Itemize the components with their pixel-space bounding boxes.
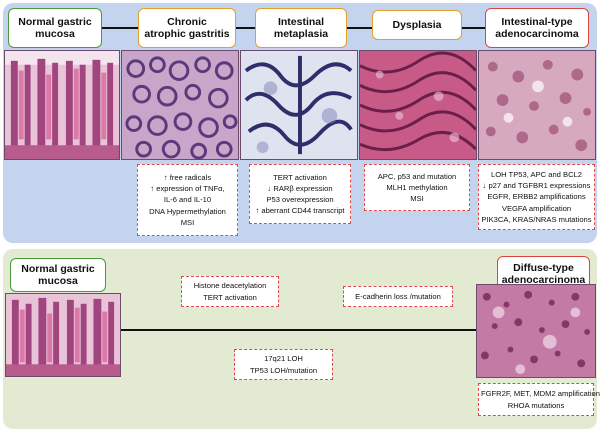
- note-line: APC, p53 and mutation: [377, 171, 457, 181]
- note-line: E-cadherin loss /mutation: [355, 291, 441, 301]
- note-line: FGFR2F, MET, MDM2 amplifications: [481, 389, 600, 399]
- note-line: TERT activation: [203, 292, 257, 302]
- stage-label-line: mucosa: [38, 275, 78, 287]
- stage-label-line: metaplasia: [273, 28, 329, 40]
- note-line: P53 overexpression: [266, 195, 334, 204]
- note-line: RHOA mutations: [507, 400, 565, 410]
- note-line: MSI: [410, 194, 424, 204]
- notes-diffuse-adenocarcinoma: FGFR2F, MET, MDM2 amplifications RHOA mu…: [478, 383, 600, 416]
- notes-dysplasia: APC, p53 and mutation MLH1 methylation M…: [364, 164, 470, 211]
- note-line: ↑ free radicals: [163, 172, 212, 182]
- stage-label-line: Diffuse-type: [513, 262, 574, 274]
- note-line: TERT activation: [273, 172, 327, 182]
- note-line: ↑ aberrant CD44 transcript: [255, 206, 345, 216]
- note-line: MSI: [180, 217, 195, 227]
- stage-label-line: adenocarcinoma: [495, 28, 579, 40]
- note-line: IL-6 and IL-10: [163, 195, 212, 205]
- stage-label-line: Chronic: [167, 16, 207, 28]
- stage-label-line: Intestinal-type: [501, 16, 573, 28]
- histology-metaplasia-image: [240, 50, 358, 160]
- stage-label-line: Intestinal: [277, 16, 325, 28]
- note-line: Histone deacetylation: [193, 281, 267, 291]
- histology-dysplasia-image: [359, 50, 477, 160]
- notes-intestinal-adenocarcinoma: LOH TP53, APC and BCL2 ↓ p27 and TGFBR1 …: [478, 164, 595, 230]
- note-line: LOH TP53, APC and BCL2: [490, 169, 583, 179]
- progression-line: [120, 329, 476, 331]
- notes-intestinal-metaplasia: TERT activation ↓ RARβ expression P53 ov…: [249, 164, 351, 224]
- stage-label-line: atrophic gastritis: [144, 28, 230, 40]
- note-line: ↑ expression of TNFα,: [150, 184, 225, 194]
- stage-label-line: adenocarcinoma: [501, 274, 586, 286]
- stage-label-line: Dysplasia: [392, 19, 442, 31]
- stage-label-line: Normal gastric: [18, 16, 92, 28]
- note-line: PIK3CA, KRAS/NRAS mutations: [481, 214, 592, 224]
- note-line: VEGFA amplification: [501, 203, 572, 213]
- histology-normal-mucosa-image: [5, 293, 121, 377]
- stage-dysplasia: Dysplasia: [372, 10, 462, 40]
- note-line: 17q21 LOH: [264, 354, 303, 364]
- histology-normal-mucosa-image: [4, 50, 120, 160]
- notes-chronic-gastritis: ↑ free radicals ↑ expression of TNFα, IL…: [137, 164, 238, 236]
- note-line: ↓ RARβ expression: [267, 183, 333, 193]
- notes-17q21-tp53: 17q21 LOH TP53 LOH/mutation: [234, 349, 333, 380]
- note-line: MLH1 methylation: [386, 182, 448, 192]
- histology-intestinal-adenocarcinoma-image: [478, 50, 596, 160]
- histology-gastritis-image: [121, 50, 239, 160]
- notes-e-cadherin: E-cadherin loss /mutation: [343, 286, 453, 307]
- stage-label-line: Normal gastric: [21, 263, 95, 275]
- stage-label-line: mucosa: [35, 28, 75, 40]
- note-line: DNA Hypermethylation: [149, 206, 226, 216]
- note-line: TP53 LOH/mutation: [249, 365, 318, 375]
- note-line: ↓ p27 and TGFBR1 expressions: [482, 181, 591, 191]
- histology-diffuse-adenocarcinoma-image: [476, 284, 596, 378]
- notes-histone-tert: Histone deacetylation TERT activation: [181, 276, 279, 307]
- note-line: EGFR, ERBB2 amplifications: [487, 192, 586, 202]
